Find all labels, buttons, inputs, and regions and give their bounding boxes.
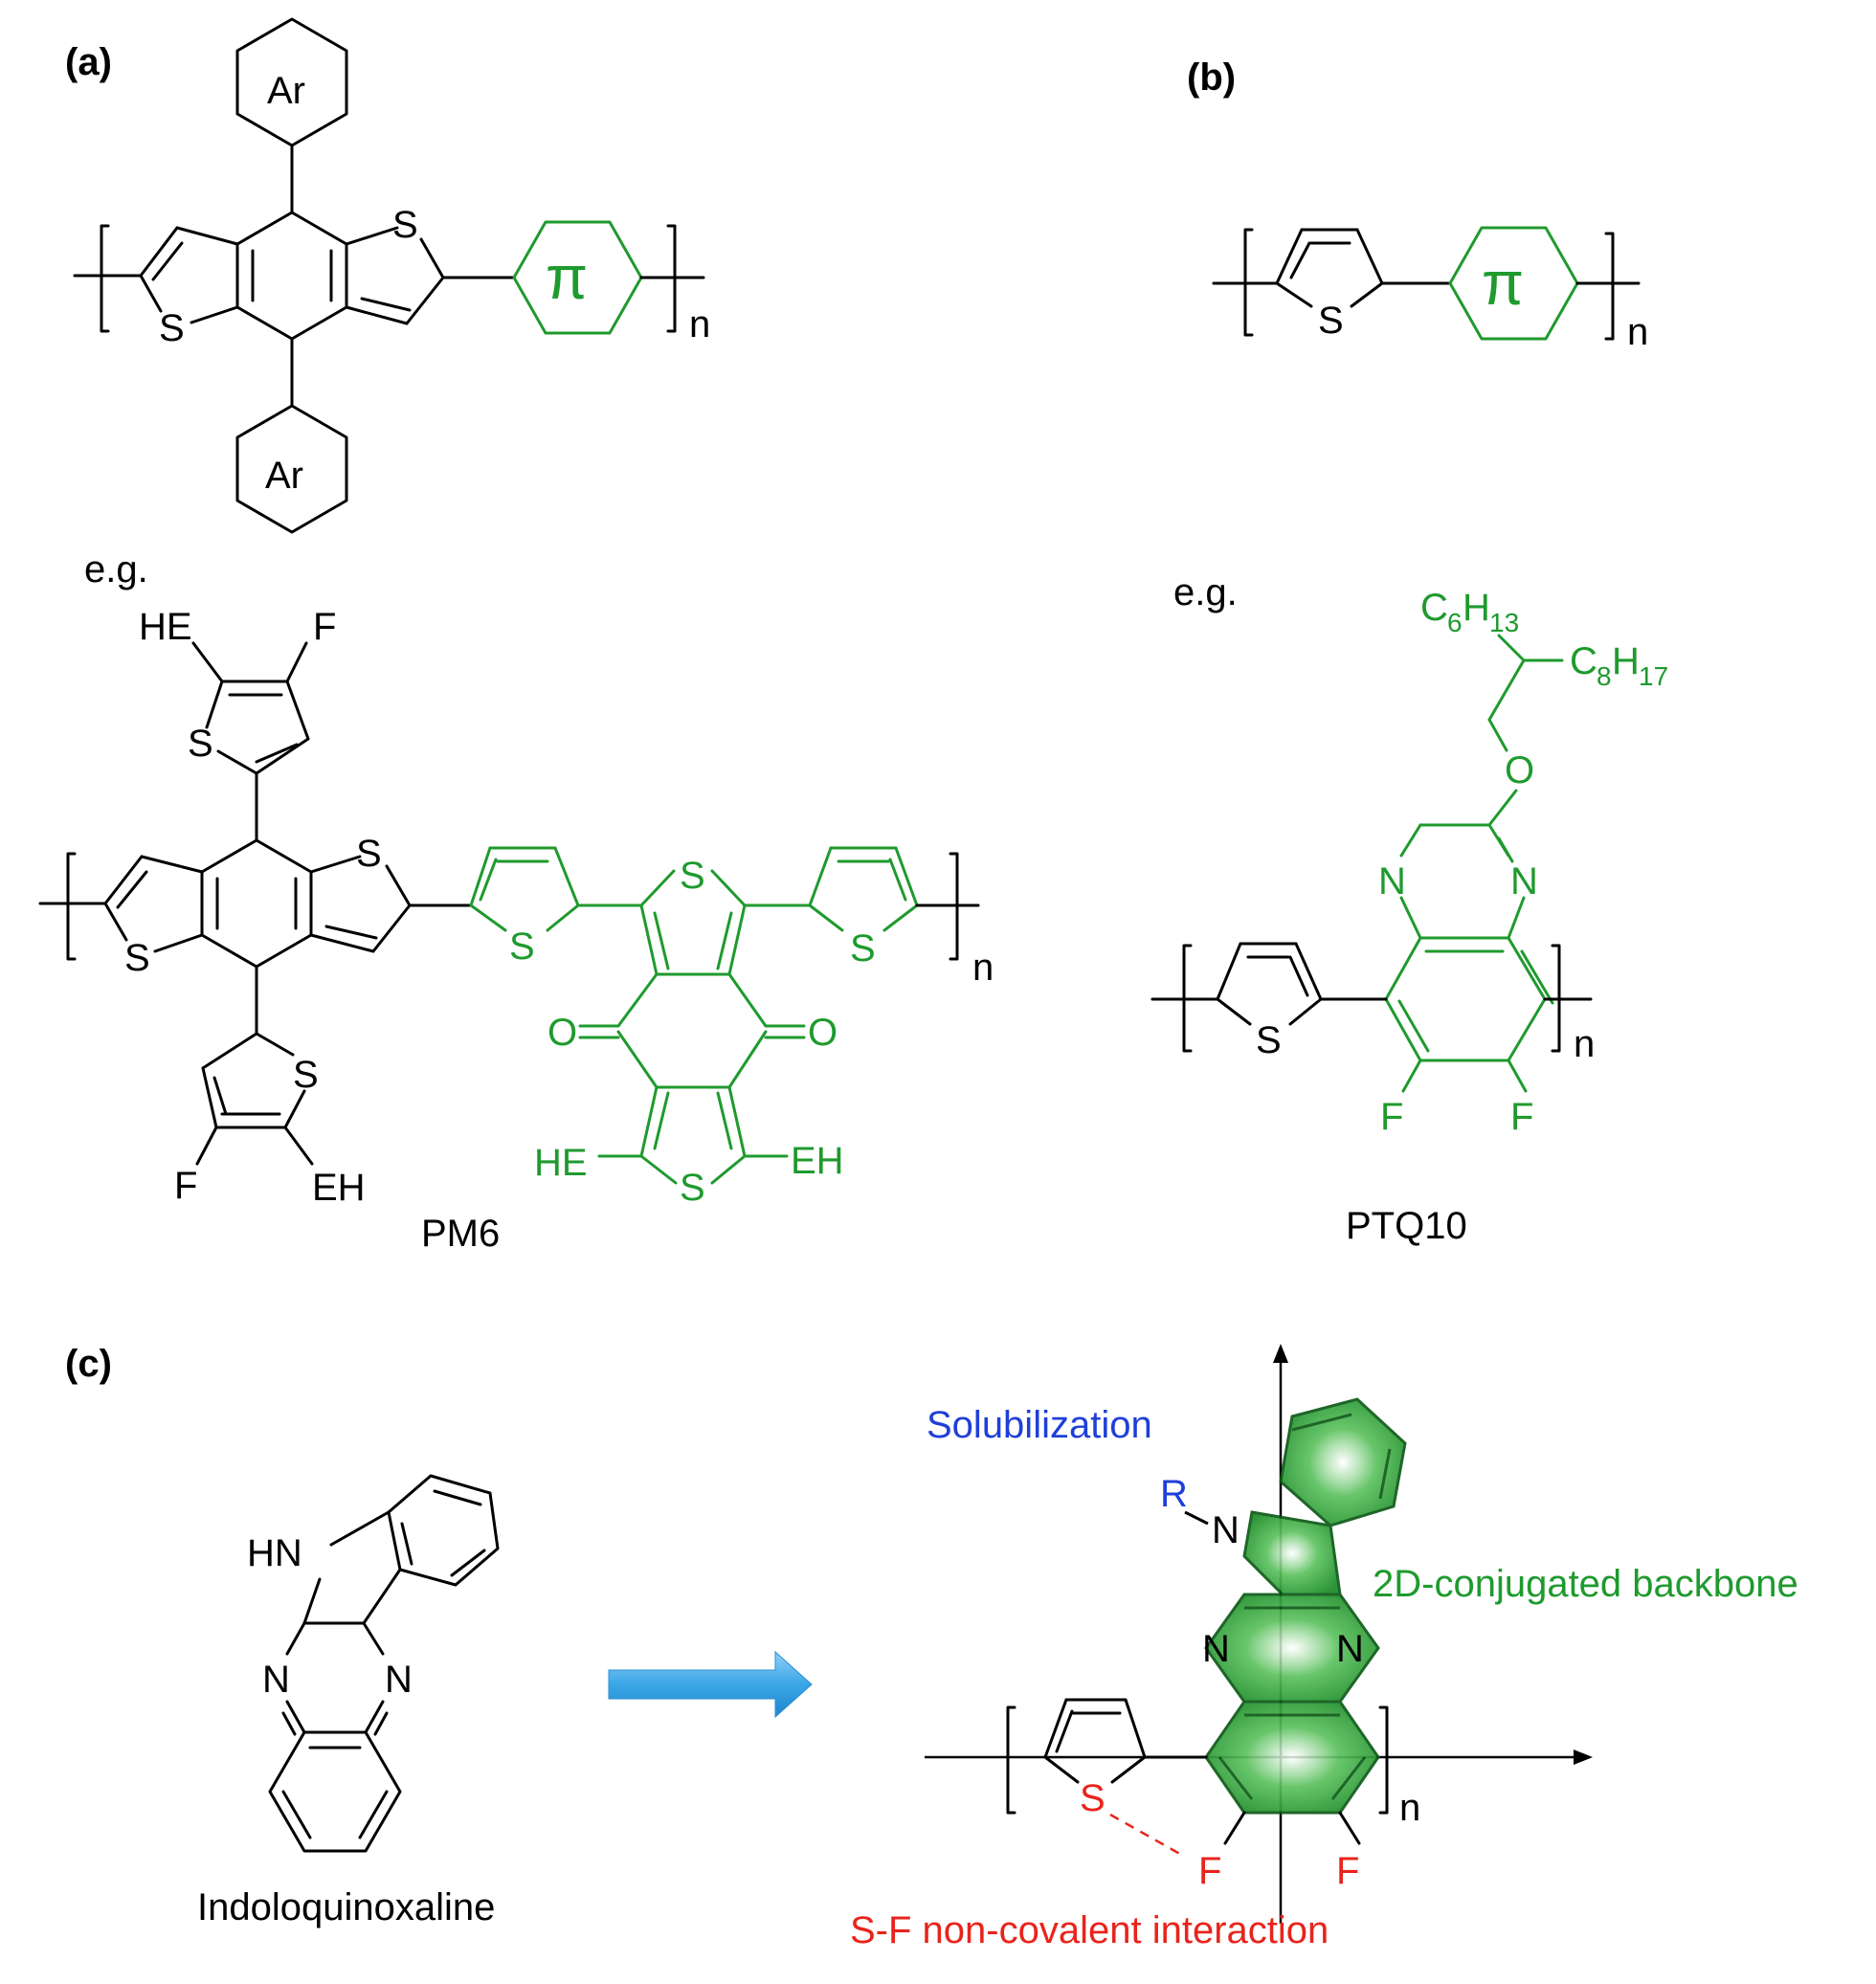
- transformation-arrow: [608, 1650, 813, 1719]
- thiophene-s-a1: S: [392, 204, 418, 246]
- ar-bottom-label: Ar: [265, 455, 303, 497]
- pm6-s-bottom: S: [293, 1054, 319, 1096]
- generic-polymer-a: Ar S S Ar π n: [73, 17, 710, 534]
- pm6-s-core1: S: [356, 833, 382, 875]
- ptq10-structure: C 6 H 13 C 8 H 17 O N N F F: [1150, 587, 1668, 1138]
- backbone-label: 2D-conjugated backbone: [1373, 1563, 1798, 1605]
- ptq10-name: PTQ10: [1346, 1205, 1467, 1247]
- conjugated-core-highlight: [1204, 1397, 1407, 1815]
- sf-interaction-line: [1109, 1813, 1186, 1859]
- solubilization-label: Solubilization: [927, 1404, 1152, 1446]
- ptq10-n-left: N: [1378, 860, 1406, 903]
- vertical-axis-arrowhead: [1273, 1344, 1288, 1363]
- thiophene-s-a2: S: [159, 307, 185, 349]
- panel-label-b: (b): [1187, 56, 1236, 99]
- ptq10-h17: H: [1612, 640, 1640, 682]
- ptq10-h13: H: [1463, 587, 1490, 629]
- design-f-left: F: [1198, 1850, 1221, 1892]
- pm6-s-green4: S: [850, 927, 876, 970]
- ptq10-c6-sub: 6: [1447, 608, 1463, 637]
- pm6-f-bottom: F: [174, 1165, 197, 1207]
- pm6-he-green: HE: [534, 1142, 588, 1184]
- indolo-hn: HN: [247, 1532, 302, 1574]
- pm6-repeat-n: n: [972, 947, 994, 989]
- ptq10-c8: C: [1570, 640, 1597, 682]
- pm6-s-core2: S: [124, 937, 150, 979]
- pm6-f-top: F: [313, 606, 336, 648]
- pm6-structure: HE F S S S: [38, 606, 994, 1209]
- indolo-n-left: N: [262, 1659, 290, 1701]
- design-s: S: [1080, 1777, 1106, 1819]
- pm6-he-top: HE: [139, 606, 192, 648]
- pm6-o-right: O: [808, 1012, 838, 1054]
- ptq10-c8-sub: 8: [1597, 661, 1612, 691]
- indoloquinoxaline-name: Indoloquinoxaline: [197, 1886, 495, 1928]
- ptq10-o: O: [1505, 749, 1534, 791]
- ptq10-f-right: F: [1510, 1096, 1533, 1138]
- sf-interaction-label: S-F non-covalent interaction: [850, 1909, 1329, 1951]
- example-label-b: e.g.: [1173, 571, 1238, 613]
- thiophene-s-b: S: [1318, 300, 1344, 342]
- pm6-o-left: O: [547, 1012, 577, 1054]
- ptq10-h13-sub: 13: [1489, 608, 1519, 637]
- indolo-n-right: N: [385, 1659, 413, 1701]
- pm6-s-green3: S: [680, 1167, 705, 1209]
- design-structure: Solubilization R N 2D-conjugated backbon…: [850, 1344, 1798, 1951]
- ar-top-label: Ar: [267, 70, 305, 112]
- design-n-right: N: [1336, 1628, 1364, 1670]
- ptq10-h17-sub: 17: [1639, 661, 1668, 691]
- pm6-eh-green: EH: [791, 1140, 844, 1182]
- ptq10-s: S: [1256, 1019, 1282, 1061]
- pi-label-a: π: [546, 243, 588, 312]
- generic-polymer-b: S π n: [1212, 226, 1648, 353]
- ptq10-n-right: N: [1510, 860, 1538, 903]
- panel-label-a: (a): [65, 41, 112, 83]
- pi-label-b: π: [1482, 249, 1524, 318]
- indolo-bottom-ring: [268, 1730, 402, 1853]
- design-f-right: F: [1336, 1850, 1359, 1892]
- pm6-eh-bottom: EH: [312, 1167, 366, 1209]
- indoloquinoxaline-structure: HN N N: [247, 1474, 500, 1853]
- ptq10-f-left: F: [1380, 1096, 1403, 1138]
- example-label-a: e.g.: [84, 548, 148, 591]
- r-group-label: R: [1160, 1473, 1188, 1515]
- design-n-left: N: [1202, 1628, 1230, 1670]
- ptq10-repeat-n: n: [1574, 1023, 1595, 1065]
- horizontal-axis-arrowhead: [1574, 1750, 1593, 1765]
- pm6-s-green1: S: [509, 925, 535, 968]
- aryl-ring-bottom: [235, 404, 348, 534]
- pm6-name: PM6: [421, 1213, 500, 1255]
- design-n-top: N: [1212, 1509, 1240, 1551]
- design-repeat-n: n: [1399, 1787, 1420, 1829]
- repeat-n-a: n: [689, 303, 710, 346]
- pm6-s-green2: S: [680, 855, 705, 897]
- repeat-n-b: n: [1627, 311, 1648, 353]
- panel-label-c: (c): [65, 1343, 112, 1385]
- pm6-s-top: S: [188, 723, 213, 765]
- ptq10-c6: C: [1420, 587, 1448, 629]
